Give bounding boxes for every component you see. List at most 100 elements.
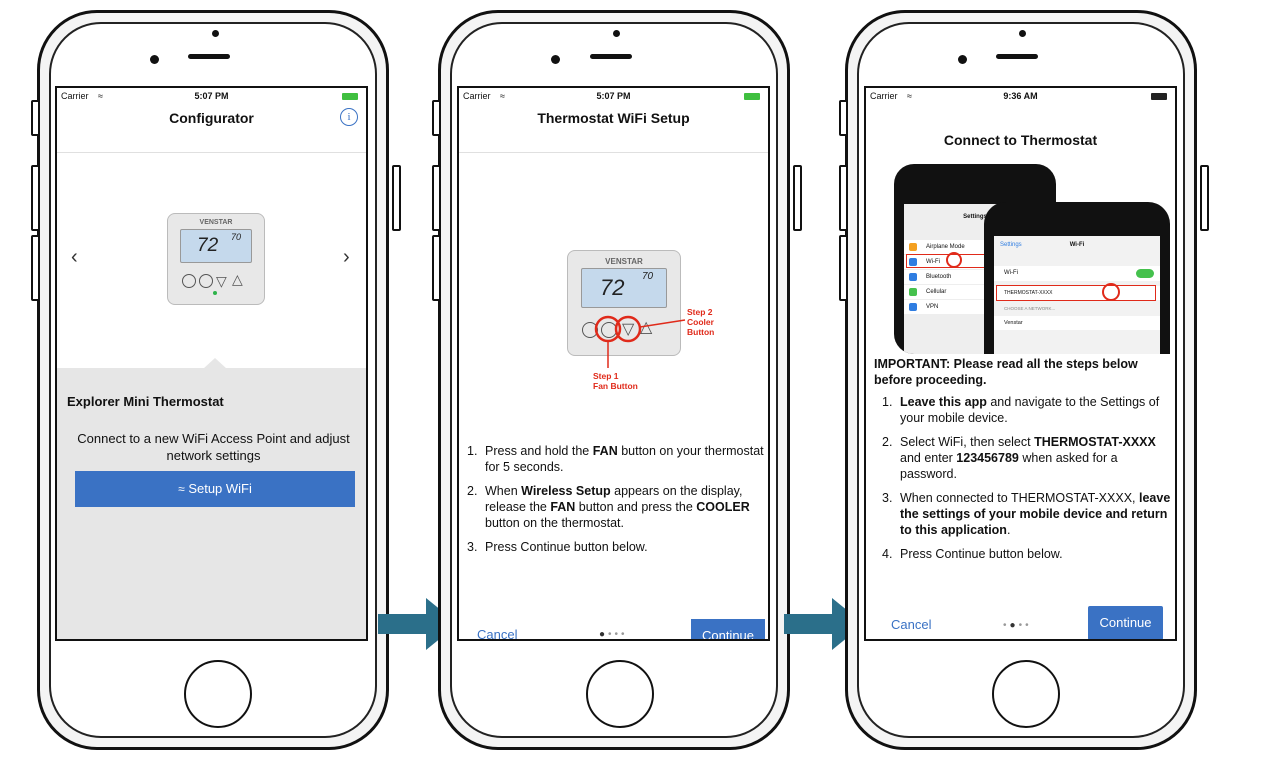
nav-title: Thermostat WiFi Setup bbox=[537, 110, 690, 126]
mini-row-label: Wi-Fi bbox=[926, 259, 940, 265]
thermostat-image: VENSTAR 72 70 ▽ △ bbox=[167, 213, 265, 305]
chevron-left-icon[interactable]: ‹ bbox=[71, 246, 78, 268]
battery-icon bbox=[1151, 93, 1167, 100]
thermostat-setpoint: 70 bbox=[231, 232, 242, 242]
thermostat-image: VENSTAR 72 70 ▽ △ bbox=[567, 250, 681, 356]
step-number: 4. bbox=[882, 547, 893, 561]
status-bar: Carrier ≈ 9:36 AM bbox=[870, 91, 1171, 105]
thermostat-led bbox=[213, 291, 217, 295]
carrier-label: Carrier bbox=[61, 91, 89, 101]
step-number: 2. bbox=[467, 484, 478, 498]
setup-wifi-label: Setup WiFi bbox=[188, 481, 252, 496]
step-text: When bbox=[485, 484, 522, 498]
status-time: 9:36 AM bbox=[1003, 91, 1038, 101]
wifi-icon: ≈ bbox=[178, 482, 185, 496]
step-number: 3. bbox=[882, 491, 893, 505]
instruction-step: 2.When Wireless Setup appears on the dis… bbox=[459, 483, 765, 531]
callout-step1: Step 1 Fan Button bbox=[593, 371, 638, 391]
step-text: Select WiFi, then select bbox=[900, 435, 1035, 449]
side-button bbox=[1200, 165, 1209, 231]
instruction-step: 4. Press Continue button below. bbox=[874, 546, 1174, 562]
status-time: 5:07 PM bbox=[194, 91, 229, 101]
cancel-button[interactable]: Cancel bbox=[477, 627, 518, 641]
speaker bbox=[188, 54, 230, 59]
chevron-right-icon[interactable]: › bbox=[343, 246, 350, 268]
thermostat-display: 72 70 bbox=[180, 229, 252, 263]
mini-screen: Settings Wi-Fi Wi-Fi THERMOSTAT-XXXX CHO… bbox=[994, 236, 1160, 354]
thermostat-temp: 72 bbox=[197, 235, 219, 256]
home-button[interactable] bbox=[586, 660, 654, 728]
page-indicator: •●•• bbox=[1003, 620, 1032, 631]
nav-divider bbox=[459, 152, 768, 153]
step-text: Press Continue button below. bbox=[485, 540, 648, 554]
thermostat-display: 72 70 bbox=[581, 268, 667, 308]
step-text: THERMOSTAT-XXXX bbox=[1034, 435, 1156, 449]
step-text: appears on the display, release the bbox=[485, 484, 743, 514]
important-notice: IMPORTANT: Please read all the steps bel… bbox=[874, 357, 1138, 387]
camera bbox=[551, 55, 560, 64]
mini-row-label: Venstar bbox=[1004, 320, 1023, 326]
step-text: when asked for a password. bbox=[900, 451, 1118, 481]
thermostat-brand: VENSTAR bbox=[605, 257, 643, 266]
thermostat-up-button: △ bbox=[232, 271, 243, 287]
callout-step2: Step 2 Cooler Button bbox=[687, 307, 714, 337]
wifi-signal-icon: ≈ bbox=[500, 91, 505, 101]
instruction-step: 3.When connected to THERMOSTAT-XXXX, lea… bbox=[874, 490, 1174, 538]
screen-connect-thermostat: Carrier ≈ 9:36 AM Connect to Thermostat … bbox=[864, 86, 1177, 641]
camera bbox=[613, 30, 620, 37]
step-number: 1. bbox=[882, 395, 893, 409]
step-text: FAN bbox=[550, 500, 576, 514]
callout-step2-line: Button bbox=[687, 327, 715, 337]
step-text: and navigate to the Settings of your mob… bbox=[900, 395, 1160, 425]
battery-icon bbox=[342, 93, 358, 100]
instruction-step: 3. Press Continue button below. bbox=[459, 539, 765, 555]
setup-wifi-button[interactable]: ≈ Setup WiFi bbox=[75, 471, 355, 507]
mini-back-link: Settings bbox=[1000, 242, 1022, 248]
nav-title: Configurator bbox=[169, 110, 254, 126]
toggle-icon bbox=[1136, 269, 1154, 278]
home-button[interactable] bbox=[184, 660, 252, 728]
tap-highlight bbox=[996, 285, 1156, 301]
thermostat-down-button: ▽ bbox=[216, 273, 227, 289]
thermostat-button bbox=[182, 274, 196, 288]
mini-network-label: THERMOSTAT-XXXX bbox=[1004, 290, 1053, 296]
status-bar: Carrier ≈ 5:07 PM bbox=[463, 91, 764, 105]
mini-title: Settings bbox=[963, 214, 987, 220]
side-button bbox=[31, 165, 40, 231]
thermostat-button bbox=[199, 274, 213, 288]
callout-overlay bbox=[594, 315, 686, 368]
cancel-button[interactable]: Cancel bbox=[891, 617, 932, 632]
status-bar: Carrier ≈ 5:07 PM bbox=[61, 91, 362, 105]
home-button[interactable] bbox=[992, 660, 1060, 728]
mini-row-label: Wi-Fi bbox=[1004, 270, 1018, 276]
thermostat-up-button: △ bbox=[640, 319, 653, 336]
page-title: Connect to Thermostat bbox=[943, 132, 1098, 148]
thermostat-button bbox=[582, 322, 598, 338]
step-number: 3. bbox=[467, 540, 478, 554]
mini-section-header: CHOOSE A NETWORK... bbox=[1004, 306, 1056, 311]
page-indicator: ●••• bbox=[599, 629, 628, 640]
mini-row: Wi-Fi bbox=[994, 266, 1160, 281]
panel-pointer bbox=[203, 358, 227, 369]
thermostat-setpoint: 70 bbox=[642, 271, 654, 282]
thermostat-cooler-button: ▽ bbox=[622, 321, 635, 338]
carrier-label: Carrier bbox=[463, 91, 491, 101]
continue-button[interactable]: Continue bbox=[1088, 606, 1163, 639]
instruction-list: 1. Leave this app and navigate to the Set… bbox=[874, 394, 1174, 570]
mini-row-label: Bluetooth bbox=[926, 274, 952, 280]
mini-title: Wi-Fi bbox=[1069, 242, 1085, 248]
step-text: Press and hold the bbox=[485, 444, 593, 458]
callout-step2-line: Step 2 bbox=[687, 307, 713, 317]
continue-button[interactable]: Continue bbox=[691, 619, 765, 639]
mini-row-label: VPN bbox=[926, 304, 939, 310]
step-text: Press Continue button below. bbox=[900, 547, 1063, 561]
status-time: 5:07 PM bbox=[596, 91, 631, 101]
step-text: . bbox=[1006, 523, 1011, 537]
tap-icon bbox=[1102, 283, 1120, 301]
step-text: Leave this app bbox=[900, 395, 987, 409]
camera bbox=[1019, 30, 1026, 37]
info-icon[interactable]: i bbox=[340, 108, 358, 126]
side-button bbox=[793, 165, 802, 231]
side-button bbox=[31, 100, 40, 136]
wifi-signal-icon: ≈ bbox=[907, 91, 912, 101]
